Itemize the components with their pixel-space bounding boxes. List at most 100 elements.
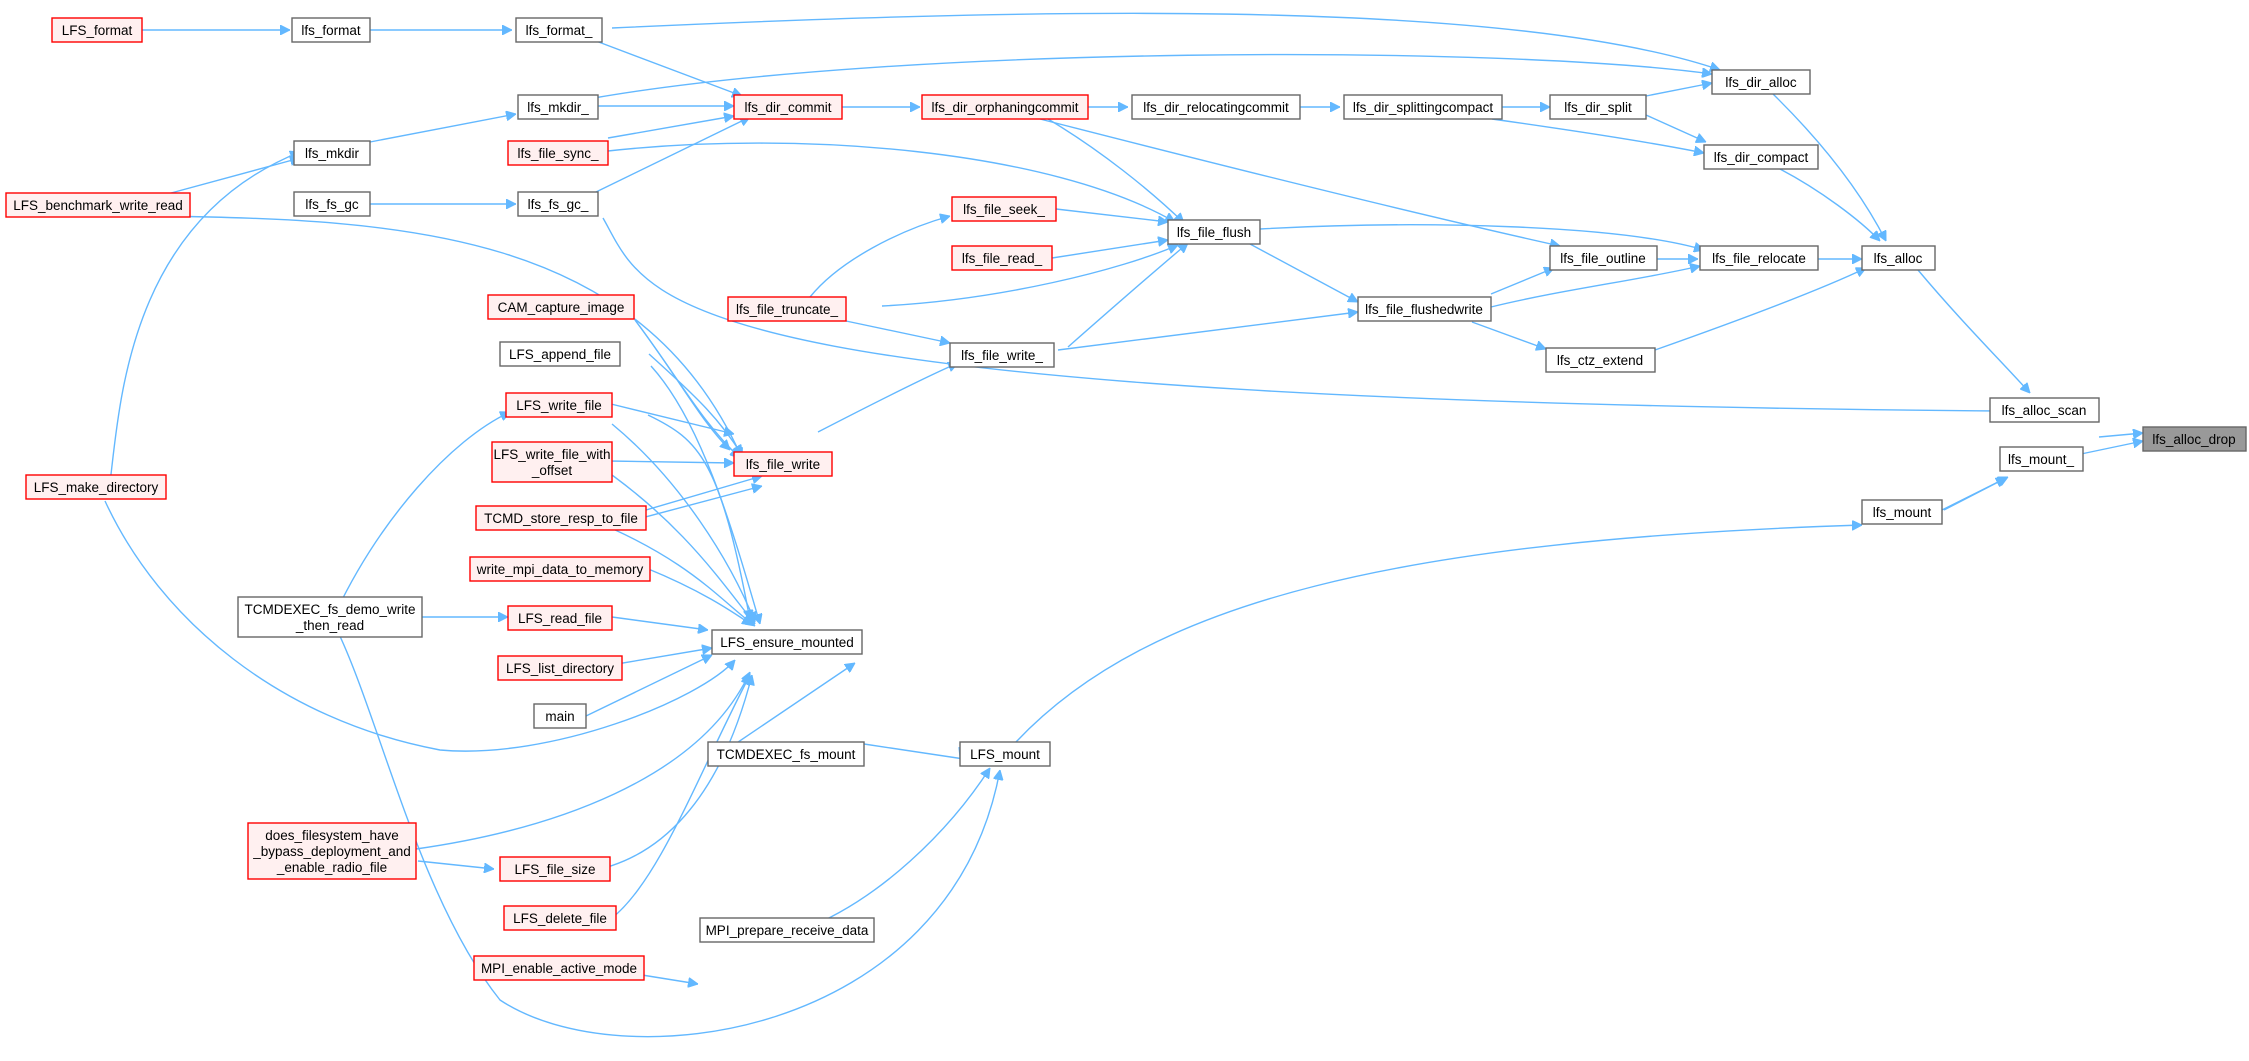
node-label: TCMD_store_resp_to_file — [484, 511, 638, 526]
node-label: LFS_delete_file — [513, 911, 607, 926]
node-lfs-file-sync-internal[interactable]: lfs_file_sync_ — [507, 140, 609, 166]
node-lfs-format-internal[interactable]: lfs_format_ — [515, 17, 603, 43]
node-write-mpi-data-to-memory[interactable]: write_mpi_data_to_memory — [469, 556, 651, 582]
edge — [2098, 433, 2143, 437]
node-label: lfs_alloc_scan — [2002, 403, 2087, 418]
node-lfs-file-seek-internal[interactable]: lfs_file_seek_ — [951, 196, 1057, 222]
node-lfs-fs-gc-internal[interactable]: lfs_fs_gc_ — [517, 191, 599, 217]
node-lfs-dir-splittingcompact[interactable]: lfs_dir_splittingcompact — [1343, 94, 1503, 120]
edge — [610, 648, 712, 666]
node-lfs-alloc[interactable]: lfs_alloc — [1861, 245, 1936, 271]
node-label: _then_read — [295, 618, 364, 633]
node-label: lfs_ctz_extend — [1557, 353, 1643, 368]
node-LFS-file-size[interactable]: LFS_file_size — [499, 856, 611, 882]
node-TCMD-store-resp-to-file[interactable]: TCMD_store_resp_to_file — [475, 505, 647, 531]
node-label: LFS_format — [62, 23, 133, 38]
node-label: lfs_mkdir — [305, 146, 360, 161]
node-label: LFS_append_file — [509, 347, 611, 362]
node-LFS-delete-file[interactable]: LFS_delete_file — [503, 905, 617, 931]
node-label: LFS_write_file_with — [493, 447, 610, 462]
edge — [415, 672, 750, 850]
edge — [608, 461, 734, 463]
node-label: LFS_write_file — [516, 398, 602, 413]
node-LFS-write-file[interactable]: LFS_write_file — [505, 392, 613, 418]
edge — [109, 152, 300, 484]
node-label: write_mpi_data_to_memory — [476, 562, 644, 577]
node-lfs-file-read-internal[interactable]: lfs_file_read_ — [951, 245, 1053, 271]
edge — [809, 216, 950, 298]
node-main[interactable]: main — [533, 703, 587, 729]
edge — [104, 500, 735, 752]
node-TCMDEXEC-fs-mount[interactable]: TCMDEXEC_fs_mount — [707, 741, 865, 767]
edge — [2080, 441, 2143, 455]
node-lfs-dir-split[interactable]: lfs_dir_split — [1549, 94, 1647, 120]
node-lfs-dir-orphaningcommit[interactable]: lfs_dir_orphaningcommit — [921, 94, 1089, 120]
node-lfs-alloc-drop[interactable]: lfs_alloc_drop — [2142, 426, 2247, 452]
node-label: lfs_fs_gc_ — [528, 197, 589, 212]
node-lfs-mount-internal[interactable]: lfs_mount_ — [1999, 446, 2084, 472]
node-label: lfs_file_flushedwrite — [1365, 302, 1483, 317]
edge — [1917, 269, 2030, 393]
node-label: lfs_file_outline — [1560, 251, 1646, 266]
edge — [1259, 224, 1704, 250]
node-LFS-make-directory[interactable]: LFS_make_directory — [25, 474, 167, 500]
node-lfs-mkdir-internal[interactable]: lfs_mkdir_ — [517, 94, 599, 120]
node-MPI-prepare-receive-data[interactable]: MPI_prepare_receive_data — [699, 917, 875, 943]
node-LFS-append-file[interactable]: LFS_append_file — [499, 341, 621, 367]
node-LFS-format[interactable]: LFS_format — [51, 17, 143, 43]
node-lfs-file-truncate-internal[interactable]: lfs_file_truncate_ — [727, 296, 847, 322]
node-label: lfs_mount_ — [2008, 452, 2075, 467]
edge — [1779, 168, 1880, 241]
edge — [1249, 243, 1358, 303]
node-label: lfs_alloc_drop — [2152, 432, 2235, 447]
edge — [593, 53, 1712, 99]
node-LFS-mount[interactable]: LFS_mount — [959, 741, 1051, 767]
edge — [611, 423, 755, 622]
node-lfs-ctz-extend[interactable]: lfs_ctz_extend — [1545, 347, 1656, 373]
node-label: MPI_enable_active_mode — [481, 961, 637, 976]
node-MPI-enable-active-mode[interactable]: MPI_enable_active_mode — [473, 955, 645, 981]
edge — [1645, 83, 1712, 97]
node-LFS-ensure-mounted[interactable]: LFS_ensure_mounted — [711, 629, 863, 655]
node-lfs-mount[interactable]: lfs_mount — [1861, 499, 1943, 525]
node-label: lfs_dir_relocatingcommit — [1143, 100, 1289, 115]
edge — [585, 655, 712, 717]
node-lfs-mkdir[interactable]: lfs_mkdir — [293, 140, 371, 166]
node-lfs-dir-alloc[interactable]: lfs_dir_alloc — [1711, 69, 1811, 95]
edge — [1047, 118, 1184, 223]
edge — [607, 116, 734, 139]
node-label: CAM_capture_image — [498, 300, 625, 315]
node-LFS-list-directory[interactable]: LFS_list_directory — [497, 655, 623, 681]
node-label: LFS_list_directory — [506, 661, 614, 676]
node-CAM-capture-image[interactable]: CAM_capture_image — [487, 294, 635, 320]
node-label: LFS_ensure_mounted — [720, 635, 854, 650]
node-lfs-fs-gc[interactable]: lfs_fs_gc — [293, 191, 371, 217]
node-LFS-benchmark-write-read[interactable]: LFS_benchmark_write_read — [5, 192, 191, 218]
node-lfs-file-flushedwrite[interactable]: lfs_file_flushedwrite — [1357, 296, 1492, 322]
node-lfs-file-flush[interactable]: lfs_file_flush — [1167, 219, 1261, 245]
node-lfs-dir-compact[interactable]: lfs_dir_compact — [1703, 144, 1819, 170]
node-lfs-dir-relocatingcommit[interactable]: lfs_dir_relocatingcommit — [1131, 94, 1301, 120]
node-LFS-read-file[interactable]: LFS_read_file — [507, 605, 613, 631]
node-label: lfs_file_sync_ — [517, 146, 599, 161]
node-lfs-format[interactable]: lfs_format — [291, 17, 371, 43]
node-lfs-file-outline[interactable]: lfs_file_outline — [1549, 245, 1658, 271]
node-LFS-write-file-with-offset[interactable]: LFS_write_file_with _offset — [491, 441, 613, 483]
node-label: lfs_file_write_ — [961, 348, 1043, 363]
node-label: TCMDEXEC_fs_demo_write — [244, 602, 415, 617]
node-lfs-file-write[interactable]: lfs_file_write — [733, 451, 833, 477]
edge — [1490, 268, 1554, 295]
edge — [881, 245, 1178, 307]
node-does-filesystem-have-bypass[interactable]: does_filesystem_have _bypass_deployment_… — [247, 822, 417, 880]
node-label: _offset — [531, 463, 573, 478]
node-lfs-dir-commit[interactable]: lfs_dir_commit — [733, 94, 843, 120]
edge — [595, 40, 742, 96]
edge — [647, 414, 750, 620]
node-lfs-file-relocate[interactable]: lfs_file_relocate — [1699, 245, 1819, 271]
node-lfs-alloc-scan[interactable]: lfs_alloc_scan — [1989, 397, 2100, 423]
edge — [817, 363, 958, 433]
edge — [801, 768, 990, 931]
node-label: lfs_file_truncate_ — [736, 302, 839, 317]
node-TCMDEXEC-fs-demo-write-then-read[interactable]: TCMDEXEC_fs_demo_write _then_read — [237, 596, 423, 638]
node-lfs-file-write-internal[interactable]: lfs_file_write_ — [949, 342, 1055, 368]
